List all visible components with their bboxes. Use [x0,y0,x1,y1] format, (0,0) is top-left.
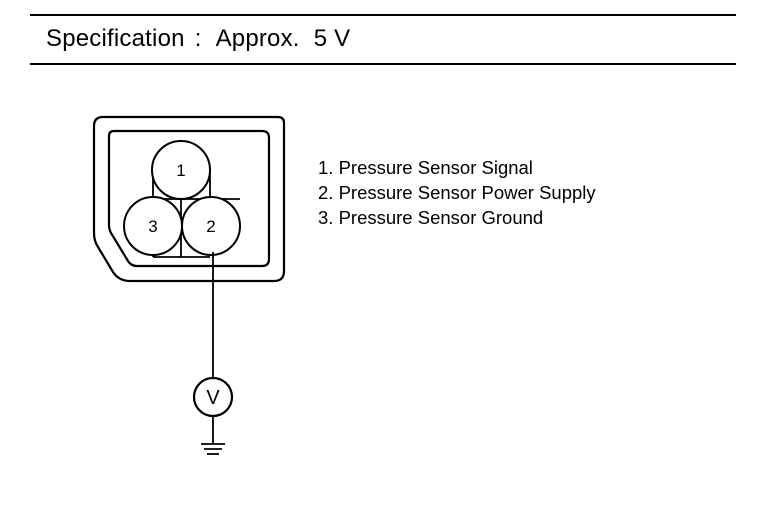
specification-approx: Approx. [215,25,300,52]
top-rule [30,14,736,16]
pin-2-circle [181,196,241,256]
specification-line: Specification: Approx. 5 V [46,25,350,53]
bottom-rule [30,63,736,65]
pin-2-number: 2 [206,217,215,236]
pin-1-circle [151,140,211,200]
specification-label: Specification [46,25,185,52]
specification-separator: : [194,25,202,52]
legend-item-3: 3. Pressure Sensor Ground [318,207,544,228]
pin-1: 1 [151,140,211,200]
pin-1-number: 1 [176,161,185,180]
pin-3: 3 [123,196,183,256]
connector-housing [92,115,286,283]
legend-item-1: 1. Pressure Sensor Signal [318,157,533,178]
pin-2: 2 [181,196,241,256]
ground-symbol [201,443,225,455]
specification-value: 5 V [313,25,351,52]
pin-legend: 1. Pressure Sensor Signal 2. Pressure Se… [318,155,596,230]
legend-item-2: 2. Pressure Sensor Power Supply [318,182,596,203]
pin-3-number: 3 [148,217,157,236]
voltmeter-symbol: V [206,387,220,409]
voltmeter: V [192,376,234,418]
